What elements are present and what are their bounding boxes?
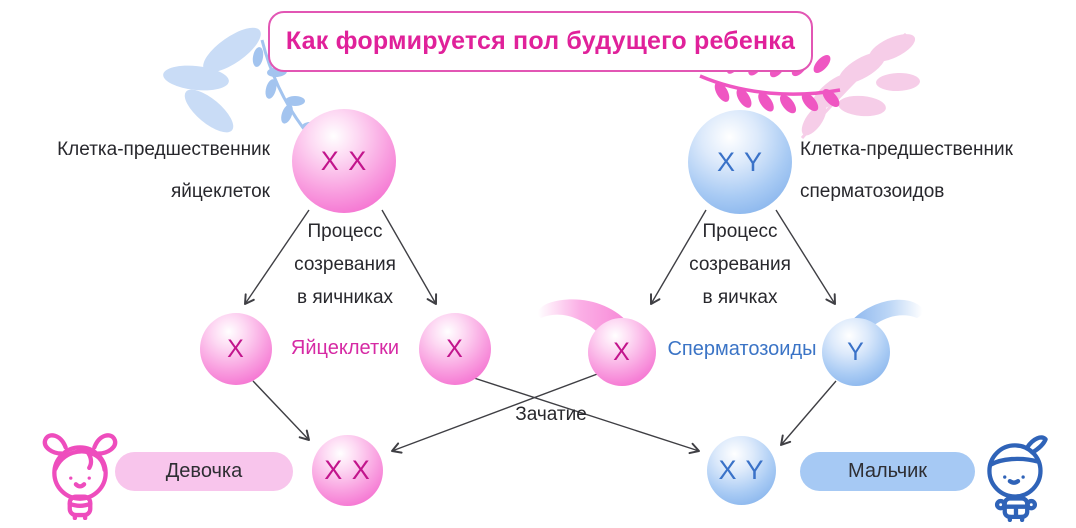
girl-result-chromosomes: X X: [324, 455, 371, 485]
male-process-line3: в яичках: [702, 287, 778, 308]
female-parent-label-line1: Клетка-предшественник: [57, 139, 270, 160]
conception-label: Зачатие: [515, 404, 587, 425]
boy-result-chromosomes: X Y: [718, 455, 765, 485]
sperm-cell-x: X: [588, 318, 656, 386]
male-process-line2: созревания: [689, 254, 791, 275]
male-parent-label: Клетка-предшественник сперматозоидов: [800, 129, 1070, 213]
female-parent-label-line2: яйцеклеток: [170, 181, 270, 202]
girl-pill-label: Девочка: [165, 460, 243, 482]
girl-pill: Девочка: [115, 452, 293, 491]
girl-result-cell: X X: [312, 435, 383, 506]
female-process-line2: созревания: [294, 254, 396, 275]
female-parent-label: Клетка-предшественник яйцеклеток: [8, 129, 270, 213]
title-banner: Как формируется пол будущего ребенка: [268, 11, 813, 72]
egg-cell-2: X: [419, 313, 491, 385]
arrow-egg1-girl: [252, 380, 310, 441]
arrow-spermy-boy: [780, 380, 837, 446]
female-process-line1: Процесс: [307, 221, 383, 242]
female-parent-cell: X X: [292, 109, 396, 213]
arrow-parent-egg1: [244, 209, 310, 305]
arrow-parent-egg2: [381, 209, 438, 305]
egg-cell-1: X: [200, 313, 272, 385]
sperm-cell-y: Y: [822, 318, 890, 386]
female-process-line3: в яичниках: [296, 287, 394, 308]
egg-cell-1-chromosome: X: [227, 334, 245, 363]
boy-result-cell: X Y: [707, 436, 776, 505]
boy-pill: Мальчик: [800, 452, 975, 491]
egg-cell-2-chromosome: X: [446, 334, 464, 363]
sperm-x-tail: [537, 299, 630, 358]
male-process-line1: Процесс: [702, 221, 778, 242]
arrow-parent-spermx: [650, 209, 707, 305]
boy-pill-label: Мальчик: [847, 460, 928, 482]
boy-icon: [987, 435, 1048, 522]
eggs-label: Яйцеклетки: [290, 337, 400, 359]
male-parent-label-line2: сперматозоидов: [800, 181, 945, 202]
female-process-label: Процесс созревания в яичниках: [245, 215, 445, 314]
arrow-spermx-girl: [391, 369, 609, 454]
female-parent-chromosomes: X X: [320, 145, 368, 176]
arrow-parent-spermy: [775, 209, 836, 305]
arrow-egg2-boy: [473, 377, 700, 455]
male-parent-chromosomes: X Y: [716, 146, 764, 177]
sperm-label: Сперматозоиды: [667, 338, 817, 360]
male-parent-cell: X Y: [688, 110, 792, 214]
male-parent-label-line1: Клетка-предшественник: [800, 139, 1013, 160]
sperm-cell-x-chromosome: X: [613, 337, 631, 366]
girl-icon: [42, 433, 118, 520]
page-title: Как формируется пол будущего ребенка: [285, 27, 796, 55]
sperm-y-tail: [848, 299, 923, 356]
sperm-cell-y-chromosome: Y: [847, 337, 865, 366]
male-process-label: Процесс созревания в яичках: [640, 215, 840, 314]
